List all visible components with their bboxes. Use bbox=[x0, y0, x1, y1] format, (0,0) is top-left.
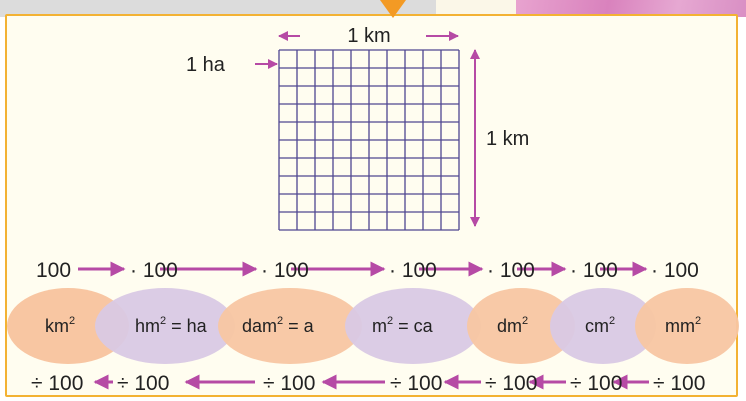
multiply-factor-4: · 100 bbox=[487, 259, 535, 282]
divide-item-1: ÷ 100 bbox=[31, 372, 83, 395]
multiply-factor-3: · 100 bbox=[389, 259, 437, 282]
height-label: 1 km bbox=[486, 128, 529, 150]
divide-item-2: ÷ 100 bbox=[117, 372, 169, 395]
divide-item-3: ÷ 100 bbox=[263, 372, 315, 395]
width-label: 1 km bbox=[347, 25, 390, 47]
multiply-factor-2: · 100 bbox=[261, 259, 309, 282]
hectare-grid bbox=[279, 50, 459, 230]
divide-item-6: ÷ 100 bbox=[570, 372, 622, 395]
multiply-factor-5: · 100 bbox=[570, 259, 618, 282]
unit-m2: m2 = ca bbox=[372, 315, 434, 336]
multiply-start: 100 bbox=[36, 259, 71, 282]
multiply-row: 100 · 100 · 100 · 100 · 100 · 100 · 100 bbox=[36, 259, 699, 282]
hectare-label: 1 ha bbox=[186, 54, 226, 76]
multiply-factor-1: · 100 bbox=[130, 259, 178, 282]
unit-hm2: hm2 = ha bbox=[135, 315, 208, 336]
divide-item-5: ÷ 100 bbox=[485, 372, 537, 395]
multiply-factor-6: · 100 bbox=[651, 259, 699, 282]
divide-row: ÷ 100 ÷ 100 ÷ 100 ÷ 100 ÷ 100 ÷ 100 ÷ 10… bbox=[31, 372, 705, 395]
divide-item-7: ÷ 100 bbox=[653, 372, 705, 395]
divide-item-4: ÷ 100 bbox=[390, 372, 442, 395]
unit-labels: km2 hm2 = ha dam2 = a m2 = ca dm2 cm2 mm… bbox=[45, 315, 701, 336]
